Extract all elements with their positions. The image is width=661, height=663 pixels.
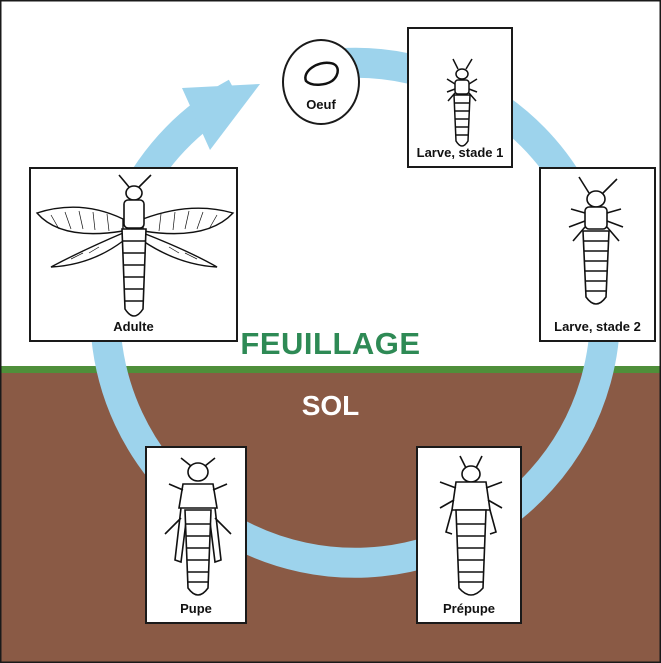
foliage-label: FEUILLAGE xyxy=(0,326,661,362)
soil-label: SOL xyxy=(0,390,661,422)
prepupa-icon xyxy=(418,448,524,626)
stage-larva-1: Larve, stade 1 xyxy=(407,27,513,168)
larva-2-icon xyxy=(541,169,658,344)
stage-egg: Oeuf xyxy=(282,39,360,125)
pupa-icon xyxy=(147,448,249,626)
stage-pupa: Pupe xyxy=(145,446,247,624)
stage-pupa-label: Pupe xyxy=(147,601,245,616)
adult-icon xyxy=(31,169,240,344)
stage-egg-label: Oeuf xyxy=(284,97,358,112)
egg-icon xyxy=(284,41,362,127)
stage-prepupa: Prépupe xyxy=(416,446,522,624)
stage-larva-2: Larve, stade 2 xyxy=(539,167,656,342)
stage-larva-1-label: Larve, stade 1 xyxy=(409,145,511,160)
stage-prepupa-label: Prépupe xyxy=(418,601,520,616)
stage-adult: Adulte xyxy=(29,167,238,342)
